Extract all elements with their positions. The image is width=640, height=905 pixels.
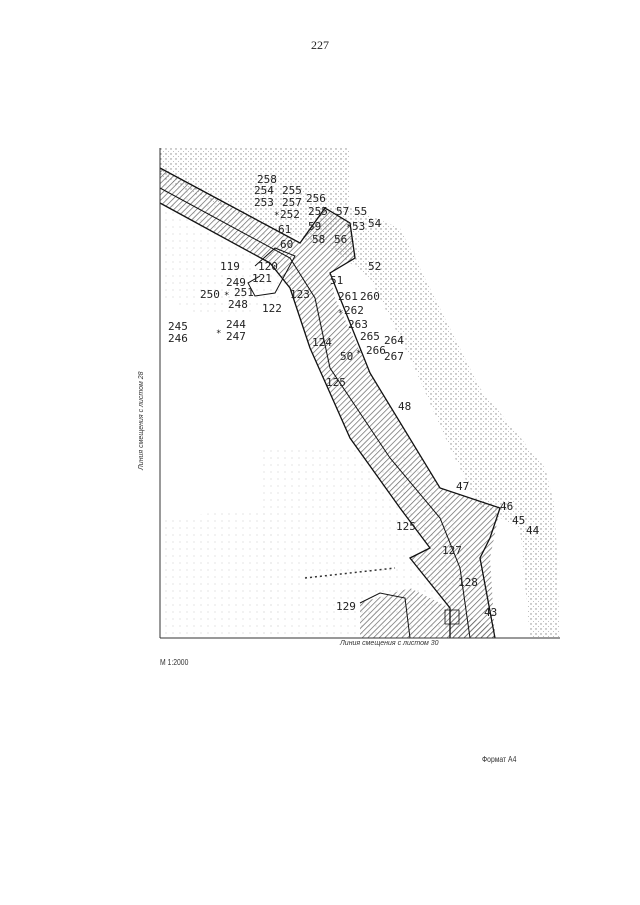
map-label: 44	[526, 524, 540, 537]
map-label: 261	[338, 290, 358, 303]
map-label: 267	[384, 350, 404, 363]
hatched-corridor	[160, 168, 500, 638]
map-label: 124	[312, 336, 332, 349]
map-label: 248	[228, 298, 248, 311]
point-marker: *	[274, 211, 279, 221]
point-marker: *	[224, 291, 229, 301]
point-marker: *	[356, 349, 361, 359]
map-label: 264	[384, 334, 404, 347]
south-parcel-outline	[359, 592, 411, 639]
map-label: 260	[360, 290, 380, 303]
south-box	[444, 609, 460, 625]
map-label: 61	[278, 223, 291, 236]
map-label: 258	[257, 173, 277, 186]
map-label: 59	[308, 220, 321, 233]
map-label: 257	[282, 196, 302, 209]
map-label: 255	[308, 205, 328, 218]
map-label: 127	[442, 544, 462, 557]
corridor-boundary-west	[159, 202, 451, 638]
map-label: 48	[398, 400, 411, 413]
offset-line-left: Линия смещения с листом 28	[138, 371, 145, 470]
map-label: 121	[252, 272, 272, 285]
map-label: 128	[458, 576, 478, 589]
map-label: 52	[368, 260, 381, 273]
map-label: 57	[336, 205, 349, 218]
map-label: 251	[234, 286, 254, 299]
map-label: 245	[168, 320, 188, 333]
dotted-path	[304, 567, 396, 579]
corridor-centerline	[159, 187, 471, 639]
map-label: 265	[360, 330, 380, 343]
map-label: 125	[396, 520, 416, 533]
map-label: 50	[340, 350, 353, 363]
map-label: 266	[366, 344, 386, 357]
point-marker: *	[216, 329, 221, 339]
point-marker: *	[346, 223, 351, 233]
map-label: 47	[456, 480, 469, 493]
map-scale: М 1:2000	[160, 658, 189, 667]
parcel-outline	[247, 247, 296, 297]
map-label: 263	[348, 318, 368, 331]
map-label: 45	[512, 514, 525, 527]
map-label: 54	[368, 217, 382, 230]
map-label: 252	[280, 208, 300, 221]
map-label: 247	[226, 330, 246, 343]
survey-map-drawing: 258 254 255 253 257 256 252 255 57 55 54…	[159, 148, 560, 639]
map-label: 254	[254, 184, 274, 197]
map-label: 250	[200, 288, 220, 301]
survey-map: 258 254 255 253 257 256 252 255 57 55 54…	[150, 148, 570, 648]
map-label: 256	[306, 192, 326, 205]
map-label: 129	[336, 600, 356, 613]
map-label: 249	[226, 276, 246, 289]
map-label: 244	[226, 318, 246, 331]
page-number: 227	[311, 38, 329, 52]
map-label: 125	[326, 376, 346, 389]
map-label: 246	[168, 332, 188, 345]
map-label: 60	[280, 238, 293, 251]
map-label: 120	[258, 260, 278, 273]
map-label: 262	[344, 304, 364, 317]
map-label: 123	[290, 288, 310, 301]
corridor-boundary-east	[159, 167, 501, 639]
hatched-corridor-south	[360, 588, 495, 638]
map-label: 43	[484, 606, 497, 619]
map-label: 58	[312, 233, 325, 246]
map-label: 255	[282, 184, 302, 197]
map-label: 51	[330, 274, 343, 287]
map-label: 122	[262, 302, 282, 315]
dotted-terrain-southwest	[160, 508, 280, 638]
map-label: 56	[334, 233, 347, 246]
point-marker: *	[338, 309, 343, 319]
map-label: 253	[254, 196, 274, 209]
map-label: 119	[220, 260, 240, 273]
offset-line-bottom: Линия смещения с листом 30	[340, 640, 439, 647]
dotted-terrain-east	[160, 148, 560, 638]
map-label: 55	[354, 205, 367, 218]
point-markers: * * * * * *	[216, 211, 361, 359]
map-label: 53	[352, 220, 365, 233]
map-label: 46	[500, 500, 513, 513]
paper-format: Формат А4	[482, 755, 517, 764]
